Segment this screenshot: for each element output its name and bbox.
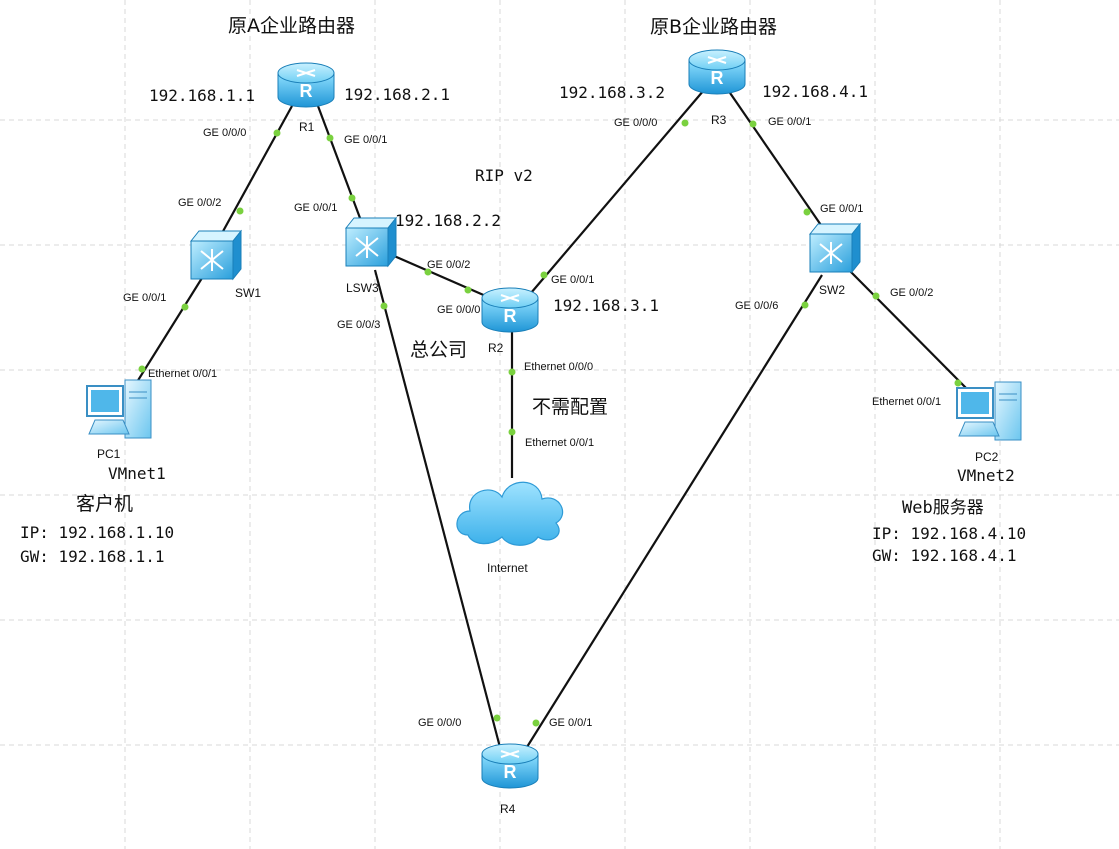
device-name-sw1: SW1 [235, 286, 261, 300]
device-name-pc1: PC1 [97, 447, 121, 461]
ip-lsw3: 192.168.2.2 [395, 211, 501, 230]
port-dot [326, 134, 334, 142]
port-dot [681, 119, 689, 127]
port-dot [801, 301, 809, 309]
pc2-computer-icon[interactable] [956, 381, 1022, 441]
port-label-lsw3-g003: GE 0/0/3 [337, 319, 380, 331]
port-label-sw1-g001: GE 0/0/1 [123, 292, 166, 304]
ip-r1-right: 192.168.2.1 [344, 85, 450, 104]
router-icon-letter: R [711, 68, 724, 88]
ip-r2: 192.168.3.1 [553, 296, 659, 315]
link-lsw3-r4 [373, 269, 504, 756]
port-label-sw2-g001: GE 0/0/1 [820, 203, 863, 215]
port-dot [236, 207, 244, 215]
port-label-pc1-eth: Ethernet 0/0/1 [148, 368, 217, 380]
ip-r3-right: 192.168.4.1 [762, 82, 868, 101]
port-dot [380, 302, 388, 310]
router-r1[interactable]: R [277, 62, 335, 108]
switch-lsw3[interactable] [344, 216, 398, 268]
port-label-sw1-g002: GE 0/0/2 [178, 197, 221, 209]
device-name-r3: R3 [711, 113, 727, 127]
router-icon-letter: R [504, 762, 517, 782]
hq-label: 总公司 [410, 339, 467, 361]
port-label-r2-g001: GE 0/0/1 [551, 274, 594, 286]
port-dot [749, 120, 757, 128]
client-gw: GW: 192.168.1.1 [20, 547, 165, 566]
links [131, 89, 971, 756]
internet-cloud-icon[interactable] [456, 481, 564, 546]
port-label-lsw3-g002: GE 0/0/2 [427, 259, 470, 271]
port-label-r2-g000: GE 0/0/0 [437, 304, 480, 316]
port-label-internet-eth001: Ethernet 0/0/1 [525, 437, 594, 449]
port-dot [872, 292, 880, 300]
port-dot [540, 271, 548, 279]
link-sw2-r4 [521, 274, 823, 756]
protocol-label: RIP v2 [475, 166, 533, 185]
router-icon-letter: R [300, 81, 313, 101]
device-name-sw2: SW2 [819, 283, 845, 297]
device-name-r1: R1 [299, 120, 315, 134]
port-dot [508, 428, 516, 436]
router-icon-letter: R [504, 306, 517, 326]
port-dot [181, 303, 189, 311]
device-name-r4: R4 [500, 802, 516, 816]
device-name-r2: R2 [488, 341, 504, 355]
ip-r3-left: 192.168.3.2 [559, 83, 665, 102]
switch-sw2[interactable] [808, 222, 862, 274]
port-label-sw2-g002: GE 0/0/2 [890, 287, 933, 299]
port-dot [464, 286, 472, 294]
device-name-internet: Internet [487, 561, 528, 575]
switch-sw1[interactable] [189, 229, 243, 281]
port-dot [273, 129, 281, 137]
port-label-pc2-eth: Ethernet 0/0/1 [872, 396, 941, 408]
server-title: Web服务器 [902, 498, 984, 518]
port-dot [138, 365, 146, 373]
port-label-r3-g001: GE 0/0/1 [768, 116, 811, 128]
client-ip: IP: 192.168.1.10 [20, 523, 174, 542]
router-b-title: 原B企业路由器 [650, 16, 777, 38]
port-label-lsw3-g001: GE 0/0/1 [294, 202, 337, 214]
port-label-r2-eth000: Ethernet 0/0/0 [524, 361, 593, 373]
vmnet1-label: VMnet1 [108, 464, 166, 483]
port-dot [493, 714, 501, 722]
vmnet2-label: VMnet2 [957, 466, 1015, 485]
port-label-r1-g000: GE 0/0/0 [203, 127, 246, 139]
server-ip: IP: 192.168.4.10 [872, 524, 1026, 543]
port-dot [508, 368, 516, 376]
no-config-label: 不需配置 [532, 396, 608, 418]
link-r1-lsw3 [316, 105, 365, 227]
router-r3[interactable]: R [688, 49, 746, 95]
router-a-title: 原A企业路由器 [228, 15, 355, 37]
client-title: 客户机 [76, 493, 133, 515]
router-r2[interactable]: R [481, 287, 539, 333]
link-r2-r3 [524, 89, 705, 301]
link-r3-sw2 [727, 89, 824, 229]
port-dot [532, 719, 540, 727]
port-label-r3-g000: GE 0/0/0 [614, 117, 657, 129]
port-dot [424, 268, 432, 276]
ip-r1-left: 192.168.1.1 [149, 86, 255, 105]
pc1-computer-icon[interactable] [86, 379, 152, 439]
device-name-lsw3: LSW3 [346, 281, 379, 295]
port-dot [348, 194, 356, 202]
port-dots [138, 119, 962, 727]
port-label-r4-g001: GE 0/0/1 [549, 717, 592, 729]
port-dot [803, 208, 811, 216]
port-label-r1-g001: GE 0/0/1 [344, 134, 387, 146]
port-label-sw2-g006: GE 0/0/6 [735, 300, 778, 312]
link-sw2-pc2 [842, 263, 971, 393]
device-name-pc2: PC2 [975, 450, 999, 464]
router-r4[interactable]: R [481, 743, 539, 789]
link-lsw3-r2 [384, 250, 496, 302]
port-label-r4-g000: GE 0/0/0 [418, 717, 461, 729]
port-dot [954, 379, 962, 387]
server-gw: GW: 192.168.4.1 [872, 546, 1017, 565]
link-r1-sw1 [215, 105, 293, 245]
